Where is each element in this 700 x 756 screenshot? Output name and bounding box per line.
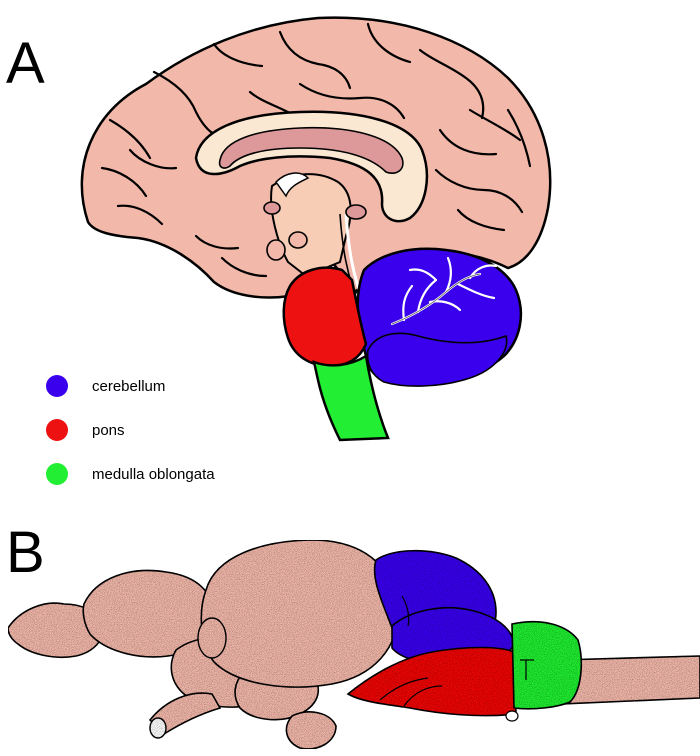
optic-chiasm [267, 240, 285, 260]
mammillary-body [289, 232, 307, 248]
legend-swatch-medulla [46, 463, 68, 485]
legend: cerebellum pons medulla oblongata [46, 375, 215, 485]
legend-swatch-pons [46, 419, 68, 441]
cerebral-hemisphere [201, 540, 398, 687]
legend-swatch-cerebellum [46, 375, 68, 397]
legend-item-cerebellum: cerebellum [46, 375, 165, 397]
panel-b-label: B [6, 520, 45, 585]
medulla-lateral [512, 622, 581, 709]
panel-a-label: A [6, 31, 45, 96]
legend-label-pons: pons [92, 422, 125, 439]
anterior-commissure [264, 202, 280, 214]
legend-label-cerebellum: cerebellum [92, 378, 165, 395]
midbrain-lobe [198, 618, 226, 658]
pineal-body [346, 205, 366, 219]
nerve-root [506, 711, 518, 721]
panel-a: A [6, 18, 550, 485]
legend-label-medulla: medulla oblongata [92, 466, 215, 483]
pituitary [286, 712, 336, 749]
legend-item-pons: pons [46, 419, 125, 441]
cerebellum-lobe [368, 333, 507, 386]
panel-b: B [6, 520, 700, 749]
pons [284, 268, 366, 366]
legend-item-medulla: medulla oblongata [46, 463, 215, 485]
optic-nerve-end [150, 718, 166, 738]
